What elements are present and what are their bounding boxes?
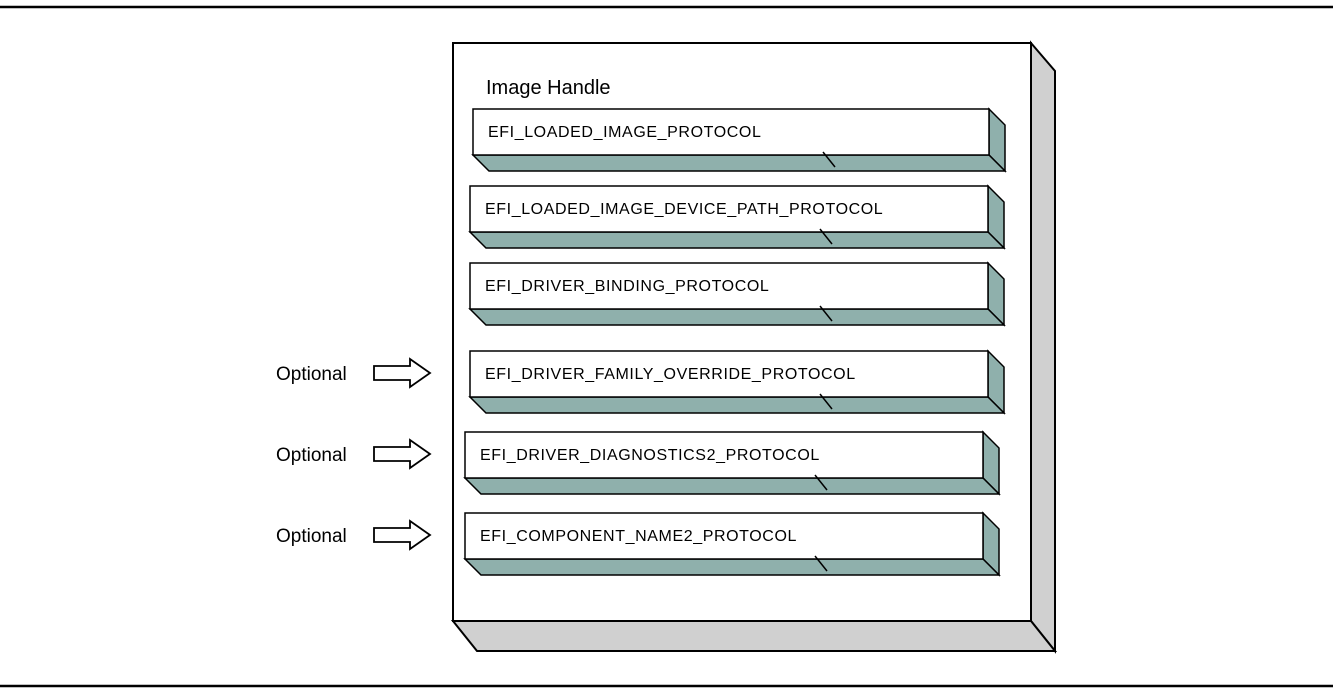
optional-marker: Optional: [276, 519, 432, 551]
protocol-bottom-face: [463, 477, 1001, 495]
optional-marker: Optional: [276, 438, 432, 470]
protocol-notch-mark: [819, 228, 833, 245]
protocol-name: EFI_DRIVER_BINDING_PROTOCOL: [485, 278, 769, 295]
optional-label: Optional: [276, 445, 347, 466]
image-handle-title: Image Handle: [486, 77, 611, 99]
protocol-notch-mark: [822, 151, 836, 168]
protocol-name: EFI_LOADED_IMAGE_PROTOCOL: [488, 124, 761, 141]
protocol-bottom-face: [471, 154, 1007, 172]
optional-label: Optional: [276, 364, 347, 385]
protocol-bottom-face: [463, 558, 1001, 576]
protocol-item: EFI_DRIVER_FAMILY_OVERRIDE_PROTOCOL: [468, 349, 1006, 415]
protocol-item: EFI_COMPONENT_NAME2_PROTOCOL: [463, 511, 1001, 577]
protocol-notch-mark: [814, 555, 828, 572]
protocol-front-face: [469, 262, 989, 310]
protocol-front-face: [472, 108, 990, 156]
protocol-front-face: [469, 350, 989, 398]
optional-label: Optional: [276, 526, 347, 547]
protocol-name: EFI_DRIVER_DIAGNOSTICS2_PROTOCOL: [480, 447, 820, 464]
protocol-bottom-face: [468, 396, 1006, 414]
image-handle-box-bottom-face: [450, 620, 1058, 652]
right-arrow-icon: [373, 357, 432, 389]
protocol-bottom-face: [468, 308, 1006, 326]
protocol-front-face: [469, 185, 989, 233]
protocol-name: EFI_LOADED_IMAGE_DEVICE_PATH_PROTOCOL: [485, 201, 883, 218]
protocol-item: EFI_DRIVER_DIAGNOSTICS2_PROTOCOL: [463, 430, 1001, 496]
image-handle-box-right-face: [1030, 40, 1056, 654]
protocol-bottom-face: [468, 231, 1006, 249]
protocol-front-face: [464, 512, 984, 560]
protocol-list: EFI_LOADED_IMAGE_PROTOCOL EFI_LOADED_IMAG…: [463, 107, 1007, 577]
optional-marker: Optional: [276, 357, 432, 389]
protocol-notch-mark: [819, 393, 833, 410]
right-arrow-icon: [373, 438, 432, 470]
protocol-notch-mark: [814, 474, 828, 491]
protocol-name: EFI_COMPONENT_NAME2_PROTOCOL: [480, 528, 797, 545]
protocol-item: EFI_DRIVER_BINDING_PROTOCOL: [468, 261, 1006, 327]
protocol-item: EFI_LOADED_IMAGE_PROTOCOL: [471, 107, 1007, 173]
protocol-item: EFI_LOADED_IMAGE_DEVICE_PATH_PROTOCOL: [468, 184, 1006, 250]
protocol-name: EFI_DRIVER_FAMILY_OVERRIDE_PROTOCOL: [485, 366, 856, 383]
right-arrow-icon: [373, 519, 432, 551]
protocol-front-face: [464, 431, 984, 479]
protocol-notch-mark: [819, 305, 833, 322]
